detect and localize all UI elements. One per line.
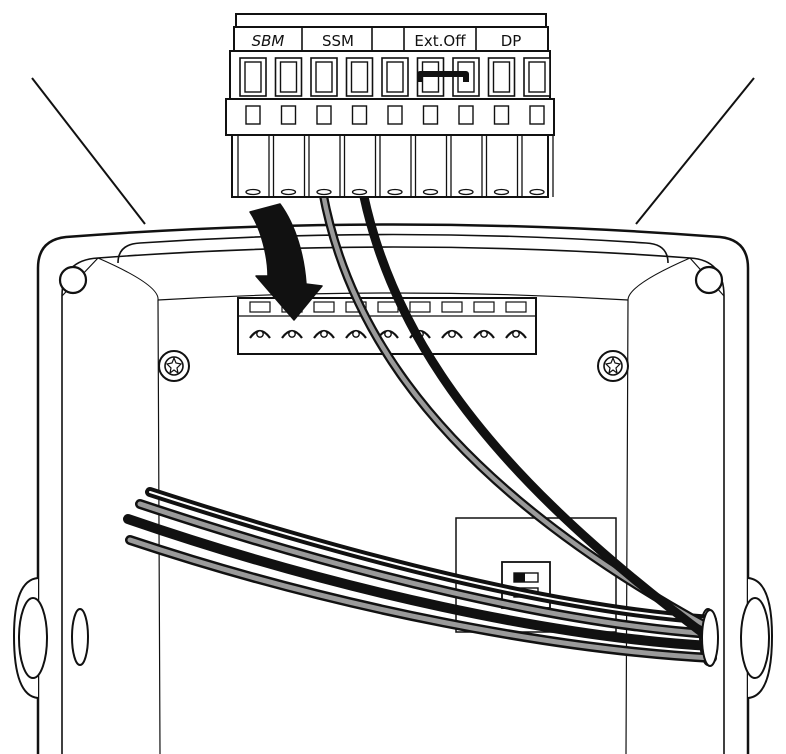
plug-pin-5 <box>379 57 412 197</box>
insert-arrow <box>249 203 323 321</box>
plug-pin-9 <box>521 57 554 197</box>
screw-right <box>597 350 629 382</box>
connector-label-dividers <box>301 27 477 51</box>
label-ssm: SSM <box>322 32 354 50</box>
label-sbm: SBM <box>252 32 285 50</box>
label-ext-off: Ext.Off <box>414 32 466 50</box>
socket-slot-1 <box>249 301 271 339</box>
socket-slot-8 <box>473 301 495 339</box>
plug-pin-2 <box>272 57 306 197</box>
cable-gland-right <box>701 609 719 667</box>
corner-hole-right <box>694 265 724 295</box>
plug-connector: SBM SSM Ext.Off DP <box>225 13 555 198</box>
plug-pin-1 <box>237 57 270 197</box>
socket-slot-3 <box>313 301 335 339</box>
corner-hole-left <box>58 265 88 295</box>
guide-line-right <box>635 77 755 225</box>
plug-pin-8 <box>485 57 519 197</box>
socket-slot-7 <box>441 301 463 339</box>
screw-left <box>158 350 190 382</box>
side-grommet-left <box>12 577 89 699</box>
plug-pin-3 <box>308 57 341 197</box>
cable-bundle <box>123 487 717 663</box>
guide-line-left <box>31 77 146 225</box>
plug-pin-4 <box>343 57 377 197</box>
ext-off-jumper <box>417 71 469 82</box>
socket-slot-9 <box>505 301 527 339</box>
label-dp: DP <box>501 32 522 50</box>
